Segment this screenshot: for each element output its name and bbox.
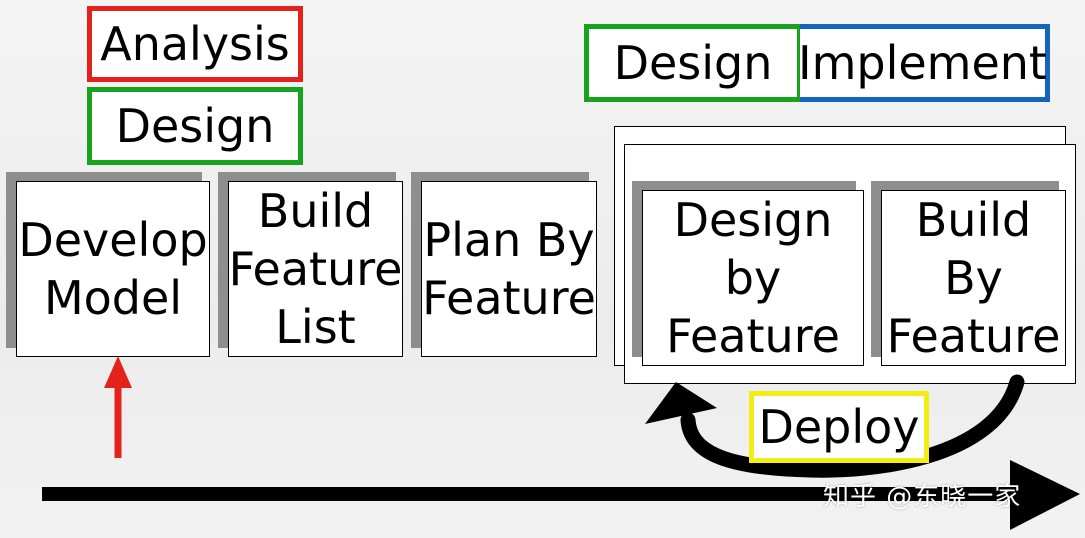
design-label-left: Design (87, 87, 303, 165)
design-by-feature-box: Design by Feature (642, 190, 864, 366)
analysis-label: Analysis (87, 6, 303, 82)
feedback-arrow-head (645, 382, 717, 424)
develop-model-box: Develop Model (16, 181, 210, 357)
plan-by-feature-box: Plan By Feature (421, 181, 597, 357)
feedback-curve-arrow (680, 374, 1025, 478)
design-label-right: Design (584, 24, 802, 102)
build-feature-list-box: Build Feature List (228, 181, 403, 357)
build-by-feature-box: Build By Feature (881, 190, 1066, 366)
watermark-text: 知乎 @东晓一家 (823, 482, 1022, 512)
deploy-label: Deploy (749, 391, 929, 463)
implement-label: Implement (798, 24, 1050, 102)
timeline-arrow-head (1010, 460, 1080, 530)
up-arrow-head (104, 356, 132, 388)
